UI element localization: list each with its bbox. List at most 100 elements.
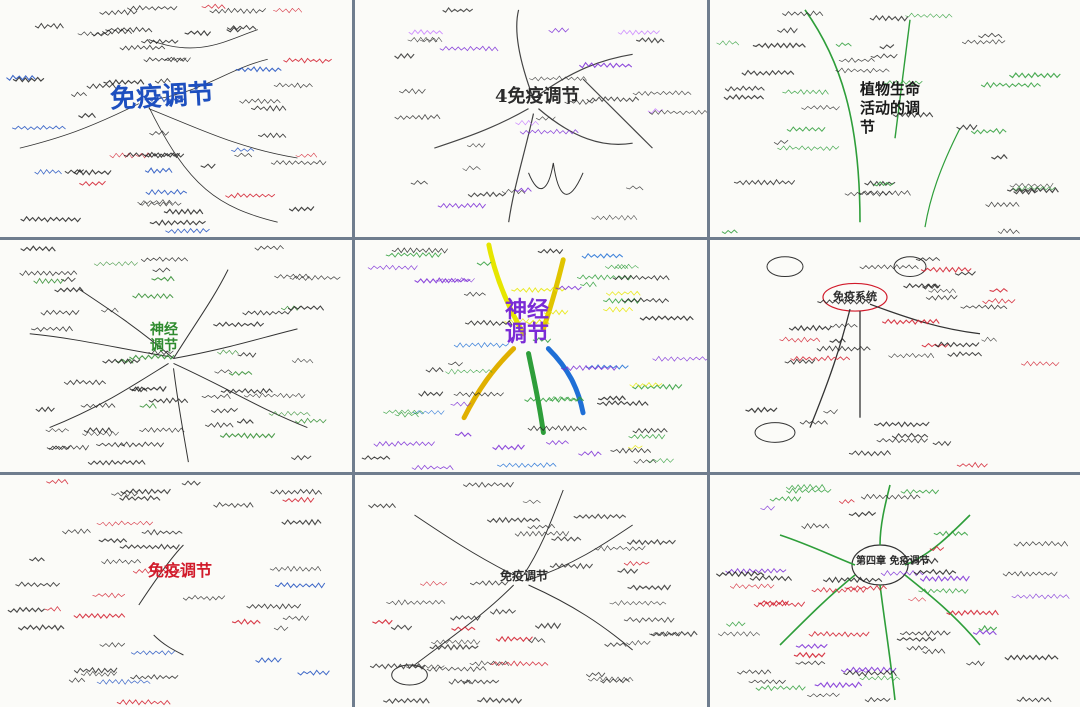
handwriting-scribble [373, 440, 435, 447]
handwriting-scribble [181, 480, 201, 486]
handwriting-scribble [617, 29, 660, 36]
handwriting-scribble [529, 75, 587, 82]
handwriting-scribble [73, 612, 126, 619]
handwriting-scribble [151, 275, 175, 282]
handwriting-scribble [154, 77, 171, 84]
handwriting-scribble [961, 39, 1006, 45]
handwriting-scribble [420, 580, 448, 587]
handwriting-scribble [623, 560, 650, 567]
handwriting-scribble [879, 44, 895, 50]
handwriting-scribble [522, 499, 541, 504]
handwriting-scribble [99, 9, 138, 16]
handwriting-scribble [255, 657, 282, 663]
handwriting-scribble [254, 244, 284, 251]
handwriting-scribble [425, 366, 444, 373]
handwriting-scribble [626, 639, 651, 646]
handwriting-scribble [101, 307, 119, 313]
panel-7-title: 免疫调节 [148, 561, 213, 580]
panel-8-title: 免疫调节 [500, 569, 549, 583]
handwriting-scribble [200, 163, 216, 169]
handwriting-scribble [757, 599, 789, 607]
handwriting-scribble [492, 444, 525, 451]
handwriting-scribble [201, 3, 226, 10]
handwriting-scribble [870, 53, 898, 59]
handwriting-scribble [412, 409, 445, 415]
handwriting-scribble [978, 624, 998, 632]
handwriting-scribble [79, 180, 106, 187]
handwriting-scribble [141, 38, 179, 45]
handwriting-scribble [297, 669, 330, 676]
handwriting-scribble [19, 270, 78, 277]
handwriting-scribble [777, 145, 840, 152]
handwriting-scribble [647, 458, 674, 464]
handwriting-scribble [982, 298, 1016, 305]
handwriting-scribble [548, 27, 570, 34]
handwriting-scribble [49, 445, 71, 451]
handwriting-scribble [838, 57, 875, 63]
handwriting-scribble [519, 128, 579, 135]
handwriting-scribble [605, 290, 641, 296]
handwriting-scribble [954, 271, 976, 276]
handwriting-scribble [906, 645, 929, 651]
handwriting-scribble [903, 282, 941, 289]
handwriting-scribble [239, 98, 281, 104]
handwriting-scribble [163, 208, 204, 216]
handwriting-scribble [560, 364, 618, 372]
handwriting-scribble [905, 12, 953, 19]
handwriting-scribble [528, 636, 546, 644]
handwriting-scribble [551, 536, 582, 542]
handwriting-scribble [269, 565, 322, 572]
handwriting-scribble [960, 304, 1008, 310]
handwriting-scribble [430, 639, 481, 645]
handwriting-scribble [99, 641, 126, 648]
handwriting-scribble [596, 399, 649, 407]
handwriting-scribble [237, 351, 257, 358]
handwriting-scribble [394, 411, 419, 418]
handwriting-scribble [933, 530, 969, 537]
handwriting-scribble [883, 79, 923, 86]
handwriting-scribble [835, 42, 852, 48]
handwriting-scribble [476, 261, 492, 266]
handwriting-scribble [148, 349, 174, 356]
handwriting-scribble [881, 318, 940, 326]
handwriting-scribble [96, 678, 151, 685]
handwriting-scribble [854, 669, 870, 673]
handwriting-scribble [925, 294, 958, 301]
handwriting-scribble [782, 89, 829, 96]
handwriting-scribble [581, 253, 624, 259]
handwriting-scribble [144, 167, 173, 174]
handwriting-scribble [273, 82, 313, 89]
panel-6-scribbles [745, 256, 1060, 469]
handwriting-scribble [242, 309, 292, 316]
handwriting-scribble [981, 336, 997, 342]
handwriting-scribble [918, 588, 969, 595]
panel-3-scribbles [716, 9, 1061, 235]
handwriting-scribble [752, 42, 806, 49]
handwriting-scribble [755, 684, 806, 692]
handwriting-scribble [289, 274, 341, 281]
handwriting-scribble [980, 81, 1041, 89]
handwriting-scribble [1004, 654, 1059, 661]
handwriting-scribble [270, 159, 327, 166]
handwriting-scribble [625, 185, 644, 191]
handwriting-scribble [6, 74, 36, 81]
handwriting-scribble [632, 427, 668, 434]
handwriting-scribble [501, 188, 526, 195]
handwriting-scribble [932, 440, 952, 447]
handwriting-scribble [213, 501, 254, 509]
handwriting-scribble [132, 568, 183, 574]
handwriting-scribble [769, 495, 802, 502]
handwriting-scribble [394, 52, 415, 60]
handwriting-scribble [119, 44, 166, 51]
handwriting-scribble [779, 336, 821, 343]
handwriting-scribble [467, 191, 507, 198]
handwriting-scribble [445, 368, 493, 375]
handwriting-scribble [549, 562, 593, 570]
handwriting-scribble [913, 568, 957, 576]
handwriting-scribble [591, 214, 638, 221]
handwriting-scribble [466, 143, 486, 148]
handwriting-scribble [282, 496, 315, 504]
handwriting-scribble [71, 91, 87, 98]
handwriting-scribble [786, 487, 832, 494]
